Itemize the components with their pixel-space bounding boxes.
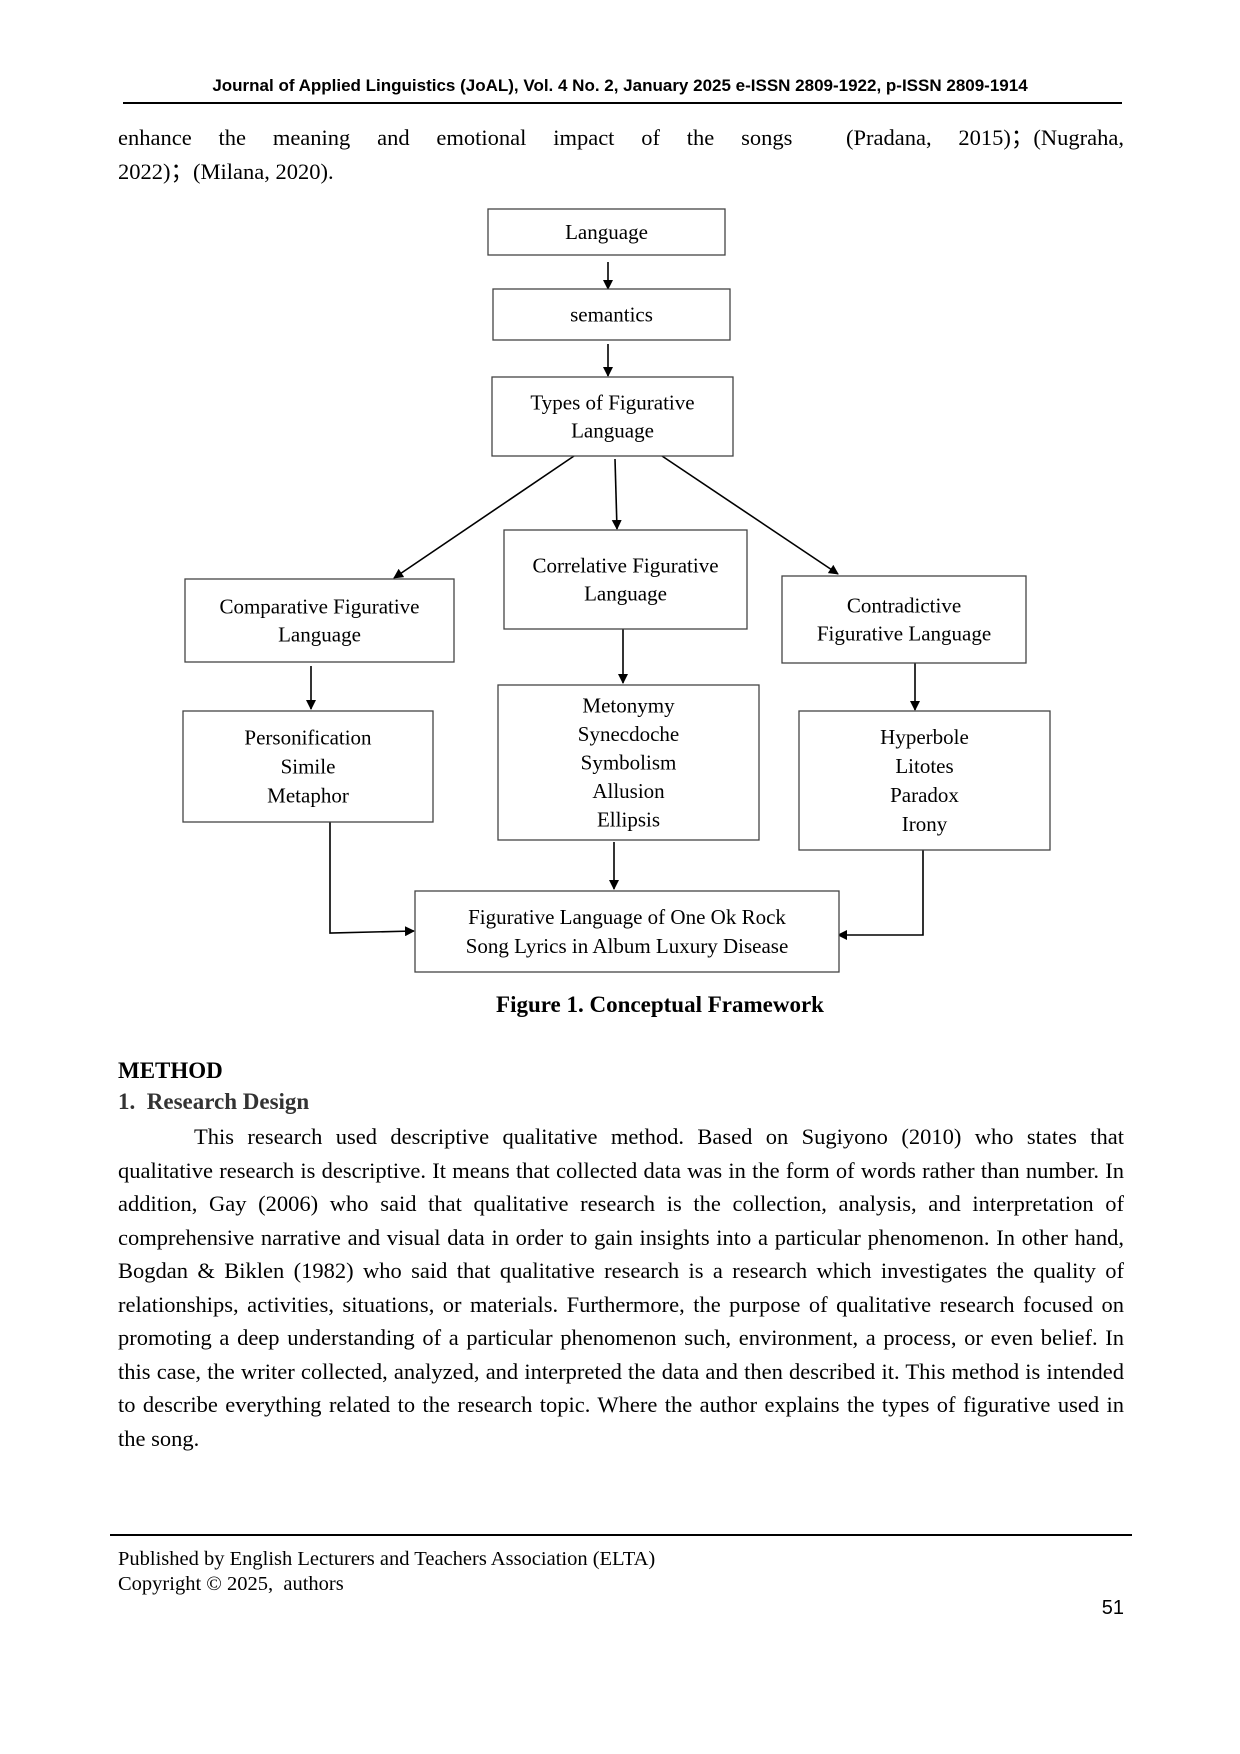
node-semantics: semantics [492,288,731,341]
intro-line-2: 2022)；(Milana, 2020). [118,158,334,184]
node-correlative-types: MetonymySynecdocheSymbolismAllusionEllip… [497,684,760,841]
node-label: Comparative Figurative [219,595,419,619]
node-box [414,890,840,973]
node-label: Ellipsis [597,808,660,832]
node-label: Language [571,419,654,443]
node-box [497,684,760,841]
intro-paragraph: enhance the meaning and emotional impact… [118,121,1124,188]
page-number: 51 [1101,1597,1124,1619]
journal-header: Journal of Applied Linguistics (JoAL), V… [212,76,1028,95]
node-label: Contradictive [847,594,961,618]
arrow-contradictive-result [837,850,924,940]
node-label: Hyperbole [880,725,969,749]
node-box [491,376,734,457]
intro-line-1: enhance the meaning and emotional impact… [118,125,1124,150]
node-box [503,529,748,630]
node-box [798,710,1051,851]
node-label: Language [565,220,648,244]
node-language: Language [487,208,726,256]
footer-publisher: Published by English Lecturers and Teach… [118,1548,656,1570]
footer-copyright: Copyright © 2025, authors [118,1573,344,1595]
node-label: Allusion [592,779,665,803]
arrow-types-contradictive [661,455,839,575]
node-label: Simile [281,755,336,779]
header-divider [123,102,1122,104]
node-label: Types of Figurative [530,391,694,415]
figure-caption: Figure 1. Conceptual Framework [496,992,824,1017]
subsection-title: 1. Research Design [118,1089,310,1114]
node-label: Metaphor [267,784,349,808]
node-label: Language [584,582,667,606]
footer-divider [110,1534,1132,1536]
node-box [492,288,731,341]
method-paragraph: This research used descriptive qualitati… [118,1120,1124,1455]
arrow-types-comparative [393,455,575,579]
arrow-types-correlative [611,458,622,530]
node-label: Litotes [895,754,953,778]
node-box [487,208,726,256]
node-label: Correlative Figurative [532,554,718,578]
node-label: Personification [244,726,372,750]
node-label: Paradox [890,783,959,807]
node-box [182,710,434,823]
node-label: Figurative Language of One Ok Rock [468,905,786,929]
node-label: Metonymy [582,694,675,718]
node-label: Language [278,623,361,647]
arrow-comparative-result [329,822,415,937]
node-label: Song Lyrics in Album Luxury Disease [466,934,789,958]
method-paragraph-text: This research used descriptive qualitati… [118,1124,1124,1451]
node-label: Symbolism [581,751,677,775]
node-label: Synecdoche [578,722,679,746]
node-label: Irony [902,812,948,836]
node-label: semantics [570,303,653,327]
node-label: Figurative Language [817,622,991,646]
node-box [781,575,1027,664]
node-box [184,578,455,663]
section-title: METHOD [118,1058,223,1083]
